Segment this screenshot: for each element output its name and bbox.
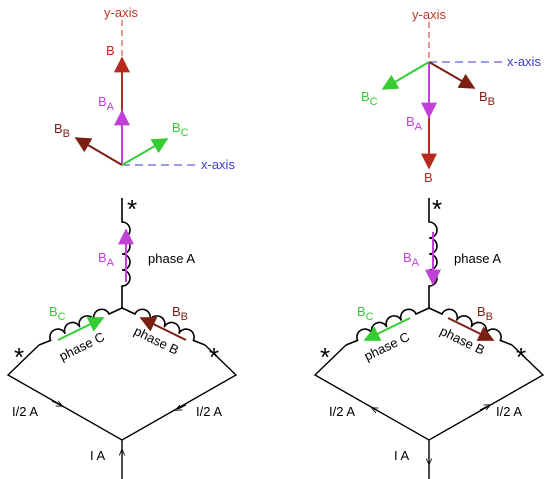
- right-x-axis-label: x-axis: [507, 54, 541, 69]
- right-current-right-label: I/2 A: [496, 404, 522, 419]
- left-ba-label: BA: [98, 94, 115, 113]
- left-coil-ba-label: BA: [98, 250, 115, 269]
- right-star-left: *: [320, 342, 330, 372]
- left-phase-c-label: phase C: [57, 329, 107, 364]
- right-bb-vector: [428, 61, 476, 89]
- right-delta-wire: [313, 344, 545, 441]
- right-b-label: B: [424, 170, 433, 185]
- right-phase-b-label: phase B: [438, 323, 487, 357]
- left-bc-vector: [121, 138, 169, 166]
- left-star-right: *: [209, 342, 219, 372]
- left-star-top: *: [127, 194, 137, 224]
- right-diagram: y-axis x-axis B BA BB BC * BA phase A BC…: [313, 7, 545, 479]
- right-bc-vector: [381, 61, 430, 90]
- left-coil-bc-label: BC: [49, 304, 66, 323]
- right-coil-bc-label: BC: [357, 304, 374, 323]
- left-x-axis-label: x-axis: [201, 157, 235, 172]
- left-y-axis-label: y-axis: [104, 5, 138, 20]
- right-coil-bc-vector: [363, 317, 411, 341]
- left-current-left-label: I/2 A: [12, 404, 38, 419]
- left-bb-vector: [74, 137, 123, 166]
- left-phase-b-label: phase B: [132, 323, 181, 357]
- left-b-label: B: [106, 43, 115, 58]
- right-star-right: *: [516, 342, 526, 372]
- left-current-bottom-label: I A: [90, 448, 106, 463]
- right-bb-label: BB: [479, 89, 495, 108]
- left-diagram: y-axis x-axis B BA BB BC * BA phase A BC…: [6, 5, 238, 479]
- left-coil-bb-label: BB: [172, 304, 188, 323]
- left-current-arrow-right: [178, 404, 187, 409]
- right-phase-c-label: phase C: [362, 329, 412, 364]
- left-current-arrow-left: [51, 400, 60, 405]
- right-coil-bb-label: BB: [477, 304, 493, 323]
- right-y-axis-label: y-axis: [412, 7, 446, 22]
- left-phase-a-label: phase A: [148, 251, 195, 266]
- right-star-top: *: [432, 194, 442, 224]
- left-phase-c-coil: [38, 307, 123, 346]
- left-star-left: *: [14, 342, 24, 372]
- right-phase-a-label: phase A: [454, 251, 501, 266]
- right-current-arrow-right: [479, 406, 488, 411]
- right-current-arrow-left: [374, 409, 383, 414]
- right-bc-label: BC: [361, 89, 378, 108]
- right-coil-bb-vector: [447, 317, 495, 341]
- left-delta-wire: [6, 344, 238, 441]
- left-current-right-label: I/2 A: [196, 404, 222, 419]
- left-coil-bc-vector: [57, 317, 105, 341]
- left-bc-label: BC: [172, 120, 189, 139]
- right-coil-ba-label: BA: [403, 250, 420, 269]
- right-current-left-label: I/2 A: [329, 404, 355, 419]
- right-current-bottom-label: I A: [394, 448, 410, 463]
- left-coil-bb-vector: [139, 317, 187, 341]
- right-ba-label: BA: [406, 114, 423, 133]
- left-bb-label: BB: [54, 121, 70, 140]
